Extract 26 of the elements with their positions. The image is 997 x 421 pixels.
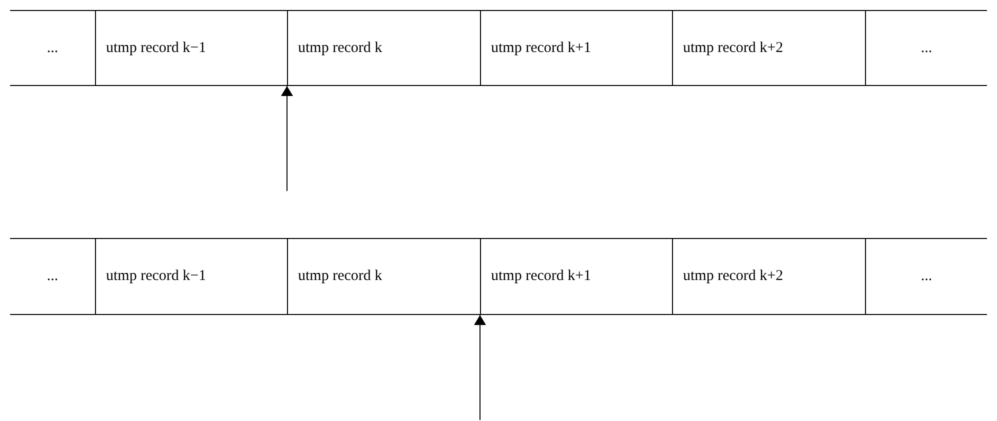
- record-cell: [95, 238, 287, 315]
- record-cell: [287, 238, 480, 315]
- cell-text: utmp record k: [297, 268, 382, 285]
- record-cell: [672, 238, 865, 315]
- cell-text: ...: [920, 40, 934, 56]
- record-cell: [10, 10, 95, 86]
- cell-text: ...: [920, 268, 934, 285]
- record-cell: [865, 238, 987, 315]
- cell-text: utmp record k−1: [105, 268, 206, 285]
- cell-text: utmp record k+1: [490, 40, 592, 56]
- record-cell: [865, 10, 987, 86]
- cell-text: utmp record k+2: [682, 40, 784, 56]
- pointer-arrow: [281, 86, 293, 192]
- pointer-arrow: [474, 314, 486, 420]
- record-cell: [10, 238, 95, 315]
- record-cell: [287, 10, 480, 86]
- record-cell: [480, 10, 672, 86]
- cell-text: ...: [46, 268, 60, 285]
- record-cell: [672, 10, 865, 86]
- cell-text: utmp record k+2: [682, 268, 784, 285]
- cell-text: ...: [46, 40, 60, 56]
- cell-text: utmp record k−1: [105, 40, 206, 56]
- cell-text: utmp record k: [297, 40, 382, 56]
- record-cell: [480, 238, 672, 315]
- cell-text: utmp record k+1: [490, 268, 592, 285]
- record-cell: [95, 10, 287, 86]
